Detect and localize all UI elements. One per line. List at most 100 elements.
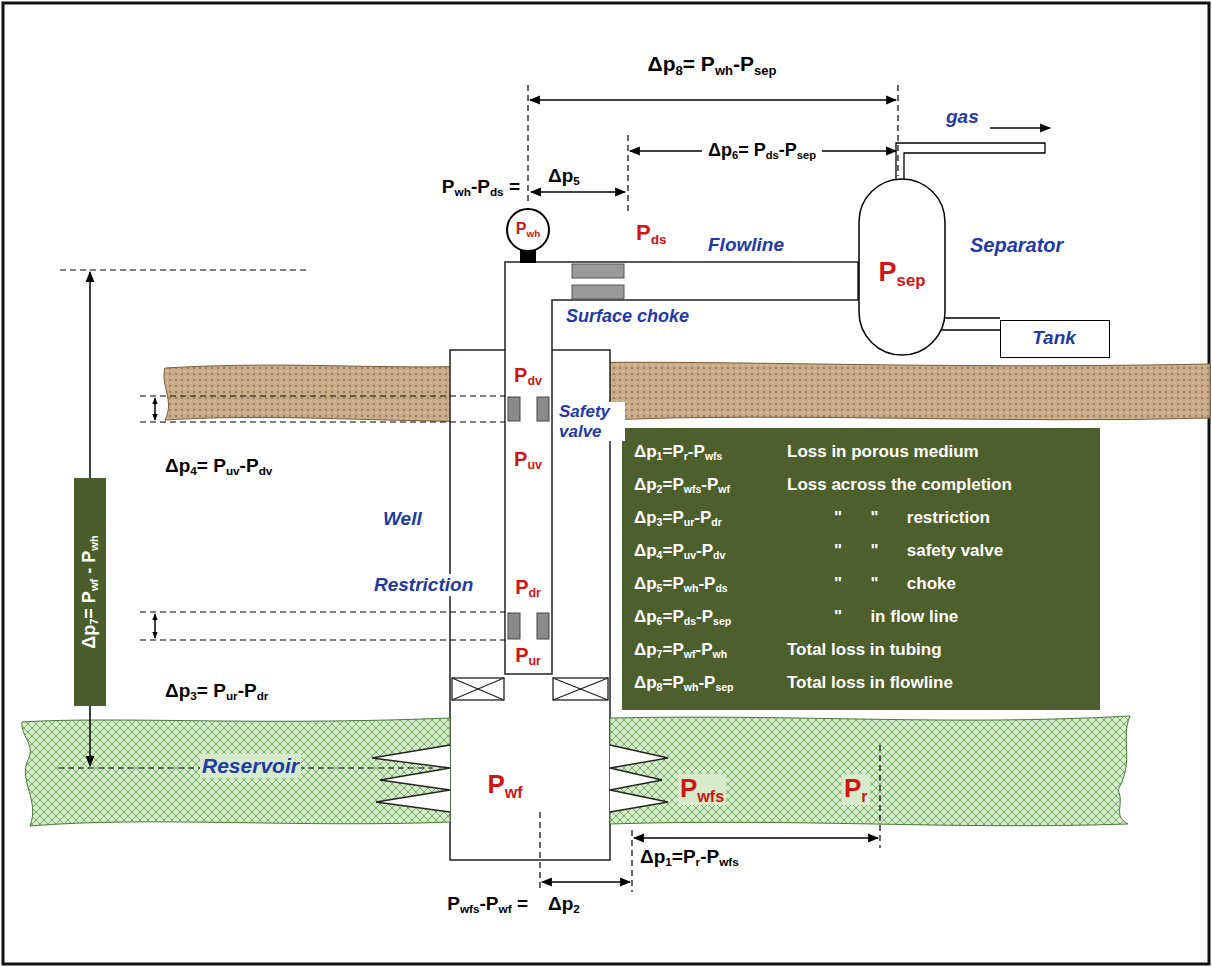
loss-description: Loss across the completion [787,475,1012,495]
safety-valve-symbol [508,397,549,421]
text-holder: Δp2=Pwfs-Pwf [634,475,730,495]
part-name: Safety valve [557,402,625,441]
subscript: 7 [88,619,100,625]
dimension-label: Δp3= Pur-Pdr [165,680,268,703]
packer-symbol [452,678,608,700]
subscript: uv [226,464,240,477]
subscript: 1 [657,450,663,462]
tank-box: Tank [1000,320,1110,358]
subscript: 6 [657,615,663,627]
text-holder: Surface choke [566,306,689,327]
subscript: wf [88,579,100,591]
subscript: ur [226,689,238,702]
packer-symbol-part [452,678,504,700]
subscript: dv [259,464,273,477]
formula-text: Δp5=Pwh-Pds [634,574,728,594]
dashed-guide-part [627,135,628,214]
dashed-guide-part [140,611,505,612]
part-name: Restriction [372,574,475,596]
subscript: sep [713,615,731,627]
subscript: wh [715,63,733,78]
surface-choke-symbol [572,264,624,299]
text-holder: gas [946,106,979,128]
text-holder: Separator [970,234,1063,257]
dashed-guide-part [140,421,505,422]
dimension-label: Δp2 [548,893,580,916]
subscript: wh [684,582,699,594]
subscript: ds [766,149,779,161]
text-holder: Δp6=Pds-Psep [634,607,731,627]
subscript: sep [797,149,816,161]
pressure-label: Pr [842,774,870,805]
text-holder: Flowline [708,234,784,256]
dashed-guide-part [897,85,898,176]
pressure-label: Pwf [487,770,522,801]
subscript: 1 [665,855,672,868]
packer-symbol-part [452,678,504,700]
subscript: r [684,450,688,462]
safety-valve-symbol-part [508,397,520,421]
gas-arrow-part [990,127,1050,129]
text-holder: Tank [1032,327,1076,349]
reservoir-outline-part [879,745,880,848]
subscript: 2 [657,483,663,495]
text-holder: " in flow line [834,607,958,627]
subscript: ur [684,516,695,528]
loss-description: Loss in porous medium [787,442,979,462]
pressure-label: Pur [515,644,541,669]
subscript: sep [715,681,733,693]
subscript: 2 [573,902,580,915]
reservoir-outline-part [89,706,91,766]
loss-description: " " choke [834,574,956,594]
text-holder: Δp4= Puv-Pdv [165,455,272,478]
formula-text: Δp3=Pur-Pdr [634,508,722,528]
separator-vessel: PsepSeparator [858,178,946,356]
text-holder: Pds [636,220,667,247]
subscript: wh [455,185,471,198]
dashed-guide-part [527,85,528,205]
text-holder: Δp1=Pr-Pwfs [634,442,722,462]
loss-description: Total loss in flowline [787,673,953,693]
dashed-guide-part [140,639,505,640]
tank-pipe-part [940,329,1000,330]
subscript: wh [526,228,540,239]
text-holder: Δp5=Pwh-Pds [634,574,728,594]
subscript: 3 [190,689,197,702]
subscript: r [861,787,867,805]
text-holder: Total loss in flowline [787,673,953,693]
text-holder: " " choke [834,574,956,594]
gas-pipe-part [896,143,1045,182]
text-holder: Δp5 [548,165,580,188]
text-holder: Δp7=Pwf-Pwh [634,640,727,660]
subscript: 4 [657,549,663,561]
restriction-symbol-part [508,613,520,639]
reservoir-outline-part [610,716,1130,826]
dimension-label: Pwfs-Pwf = [447,893,528,916]
loss-description: " " safety valve [834,541,1003,561]
text-holder: Pwfs [678,774,726,805]
subscript: dv [713,549,725,561]
subscript: wf [499,902,512,915]
text-holder: Restriction [372,574,475,596]
subscript: ds [684,615,696,627]
reservoir-band: ReservoirPwfs Pr [20,712,1135,830]
subscript: wfs [684,483,702,495]
text-holder: Psep [879,257,926,290]
text-holder: Pwh-Pds = [442,176,520,199]
pressure-label: Puv [514,448,542,473]
safety-valve-symbol-part [537,397,549,421]
text-holder: Reservoir [200,754,301,778]
subscript: wfs [697,787,724,805]
subscript: 8 [676,63,683,78]
wellhead-gauge: Pwh [506,208,550,252]
dimension-arrow-part [530,99,896,101]
subscript: ds [715,582,727,594]
text-holder: Δp3= Pur-Pdr [165,680,268,703]
dimension-arrow-part [634,837,878,839]
subscript: wfs [719,855,739,868]
subscript: 7 [657,648,663,660]
reservoir-outline-part [610,745,668,812]
formula-text: Δp6=Pds-Psep [634,607,731,627]
subscript: 5 [573,174,580,187]
